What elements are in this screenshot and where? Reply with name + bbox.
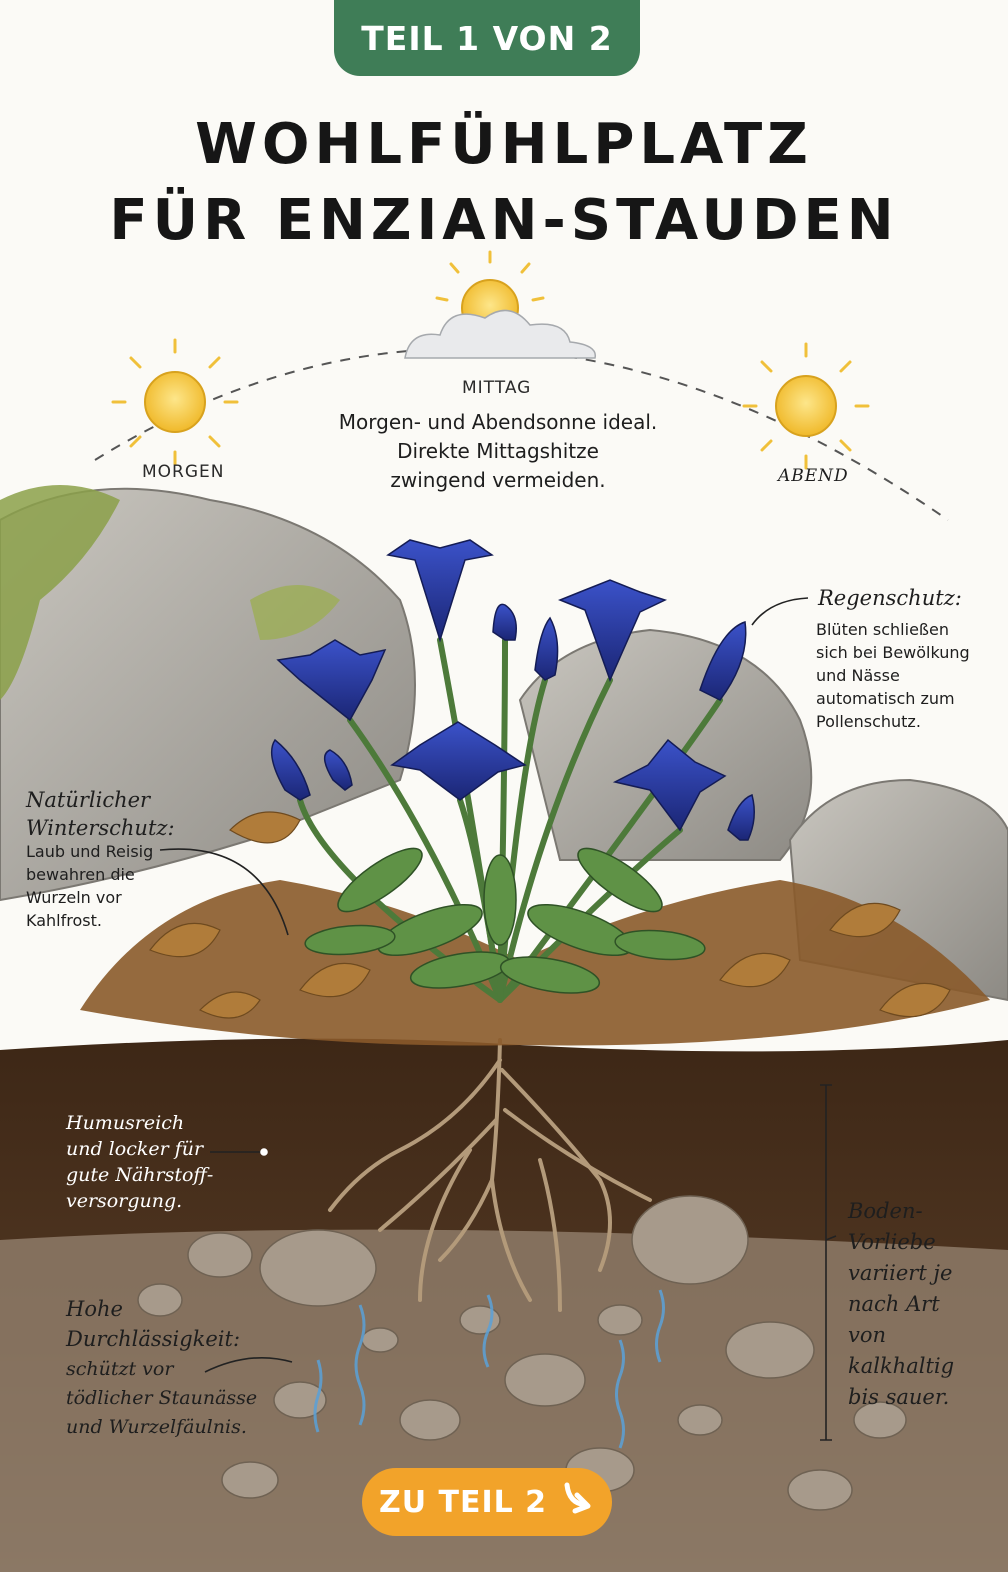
gentian-flower [557, 579, 668, 683]
humus-line: und locker für [66, 1138, 204, 1160]
plant-roots [328, 1038, 652, 1312]
sun-note-line: zwingend vermeiden. [390, 468, 606, 492]
winter-line: Wurzeln vor [26, 888, 122, 907]
gentian-bud [270, 738, 311, 801]
rain-line: Blüten schließen [816, 620, 949, 639]
rain-annotation-body: Blüten schließen sich bei Bewölkung und … [816, 618, 1006, 733]
drainage-annotation-title: Hohe Durchlässigkeit: [66, 1294, 266, 1354]
drainage-line: schützt vor [66, 1358, 174, 1380]
winter-line: bewahren die [26, 865, 135, 884]
humus-line: versorgung. [66, 1190, 183, 1212]
rain-leader-line [751, 597, 809, 626]
sun-note-line: Direkte Mittagshitze [397, 439, 599, 463]
soil-line: Boden- [848, 1199, 923, 1223]
soil-annotation: Boden- Vorliebe variiert je nach Art von… [848, 1196, 998, 1413]
soil-line: Vorliebe [848, 1230, 936, 1254]
rain-line: und Nässe [816, 666, 900, 685]
drainage-leader-line [204, 1357, 293, 1373]
soil-line: von kalkhaltig [848, 1323, 955, 1378]
gentian-bud [699, 621, 747, 701]
soil-line: bis sauer. [848, 1385, 950, 1409]
humus-line: gute Nährstoff- [66, 1164, 214, 1186]
noon-sun-cloud-icon [404, 250, 597, 359]
drainage-water-lines [313, 1289, 665, 1449]
winter-annotation-body: Laub und Reisig bewahren die Wurzeln vor… [26, 840, 166, 932]
fallen-leaves [149, 811, 951, 1019]
humus-annotation: Humusreich und locker für gute Nährstoff… [66, 1110, 216, 1214]
winter-line: Laub und Reisig [26, 842, 154, 861]
gentian-bud [324, 749, 353, 791]
next-part-label: ZU TEIL 2 [378, 1484, 548, 1520]
gentian-flower [386, 539, 494, 643]
gentian-flower [612, 738, 727, 832]
winter-line: Kahlfrost. [26, 911, 102, 930]
gentian-flower [390, 721, 527, 801]
soil-line: nach Art [848, 1292, 940, 1316]
winter-title-line: Natürlicher [26, 788, 151, 812]
evening-label: ABEND [778, 466, 849, 486]
drainage-title-line: Hohe [66, 1297, 123, 1321]
gentian-bud [492, 603, 517, 641]
drainage-title-line: Durchlässigkeit: [66, 1327, 241, 1351]
gentian-bud [534, 616, 559, 681]
arrow-down-right-icon [561, 1481, 595, 1523]
soil-line: variiert je [848, 1261, 953, 1285]
next-part-button[interactable]: ZU TEIL 2 [362, 1468, 612, 1536]
humus-line: Humusreich [66, 1112, 185, 1134]
drainage-annotation-body: schützt vor tödlicher Staunässe und Wurz… [66, 1355, 266, 1442]
page-title-line1: WOHLFÜHLPLATZ [195, 112, 813, 177]
winter-leader-line [159, 848, 289, 936]
soil-depth-bracket [820, 1084, 837, 1441]
gentian-flower [276, 639, 387, 722]
drainage-line: tödlicher Staunässe [66, 1387, 258, 1409]
rain-annotation-title: Regenschutz: [818, 586, 962, 610]
drainage-line: und Wurzelfäulnis. [66, 1416, 247, 1438]
winter-annotation-title: Natürlicher Winterschutz: [26, 786, 196, 842]
gentian-bud [727, 794, 755, 841]
rain-line: Pollenschutz. [816, 712, 921, 731]
morning-label: MORGEN [142, 462, 225, 482]
gravel-stones [137, 1195, 907, 1511]
page-title-line2: FÜR ENZIAN-STAUDEN [109, 188, 899, 253]
rain-line: automatisch zum [816, 689, 955, 708]
part-badge: TEIL 1 VON 2 [334, 0, 640, 76]
gentian-flowers [270, 539, 755, 841]
sun-note: Morgen- und Abendsonne ideal. Direkte Mi… [300, 408, 696, 495]
morning-sun-icon [111, 338, 239, 466]
sun-note-line: Morgen- und Abendsonne ideal. [338, 410, 658, 434]
moss-left [0, 485, 120, 700]
winter-title-line: Winterschutz: [26, 816, 175, 840]
plant-foliage [297, 637, 723, 1003]
evening-sun-icon [742, 342, 870, 470]
rain-line: sich bei Bewölkung [816, 643, 970, 662]
noon-label: MITTAG [462, 378, 532, 398]
